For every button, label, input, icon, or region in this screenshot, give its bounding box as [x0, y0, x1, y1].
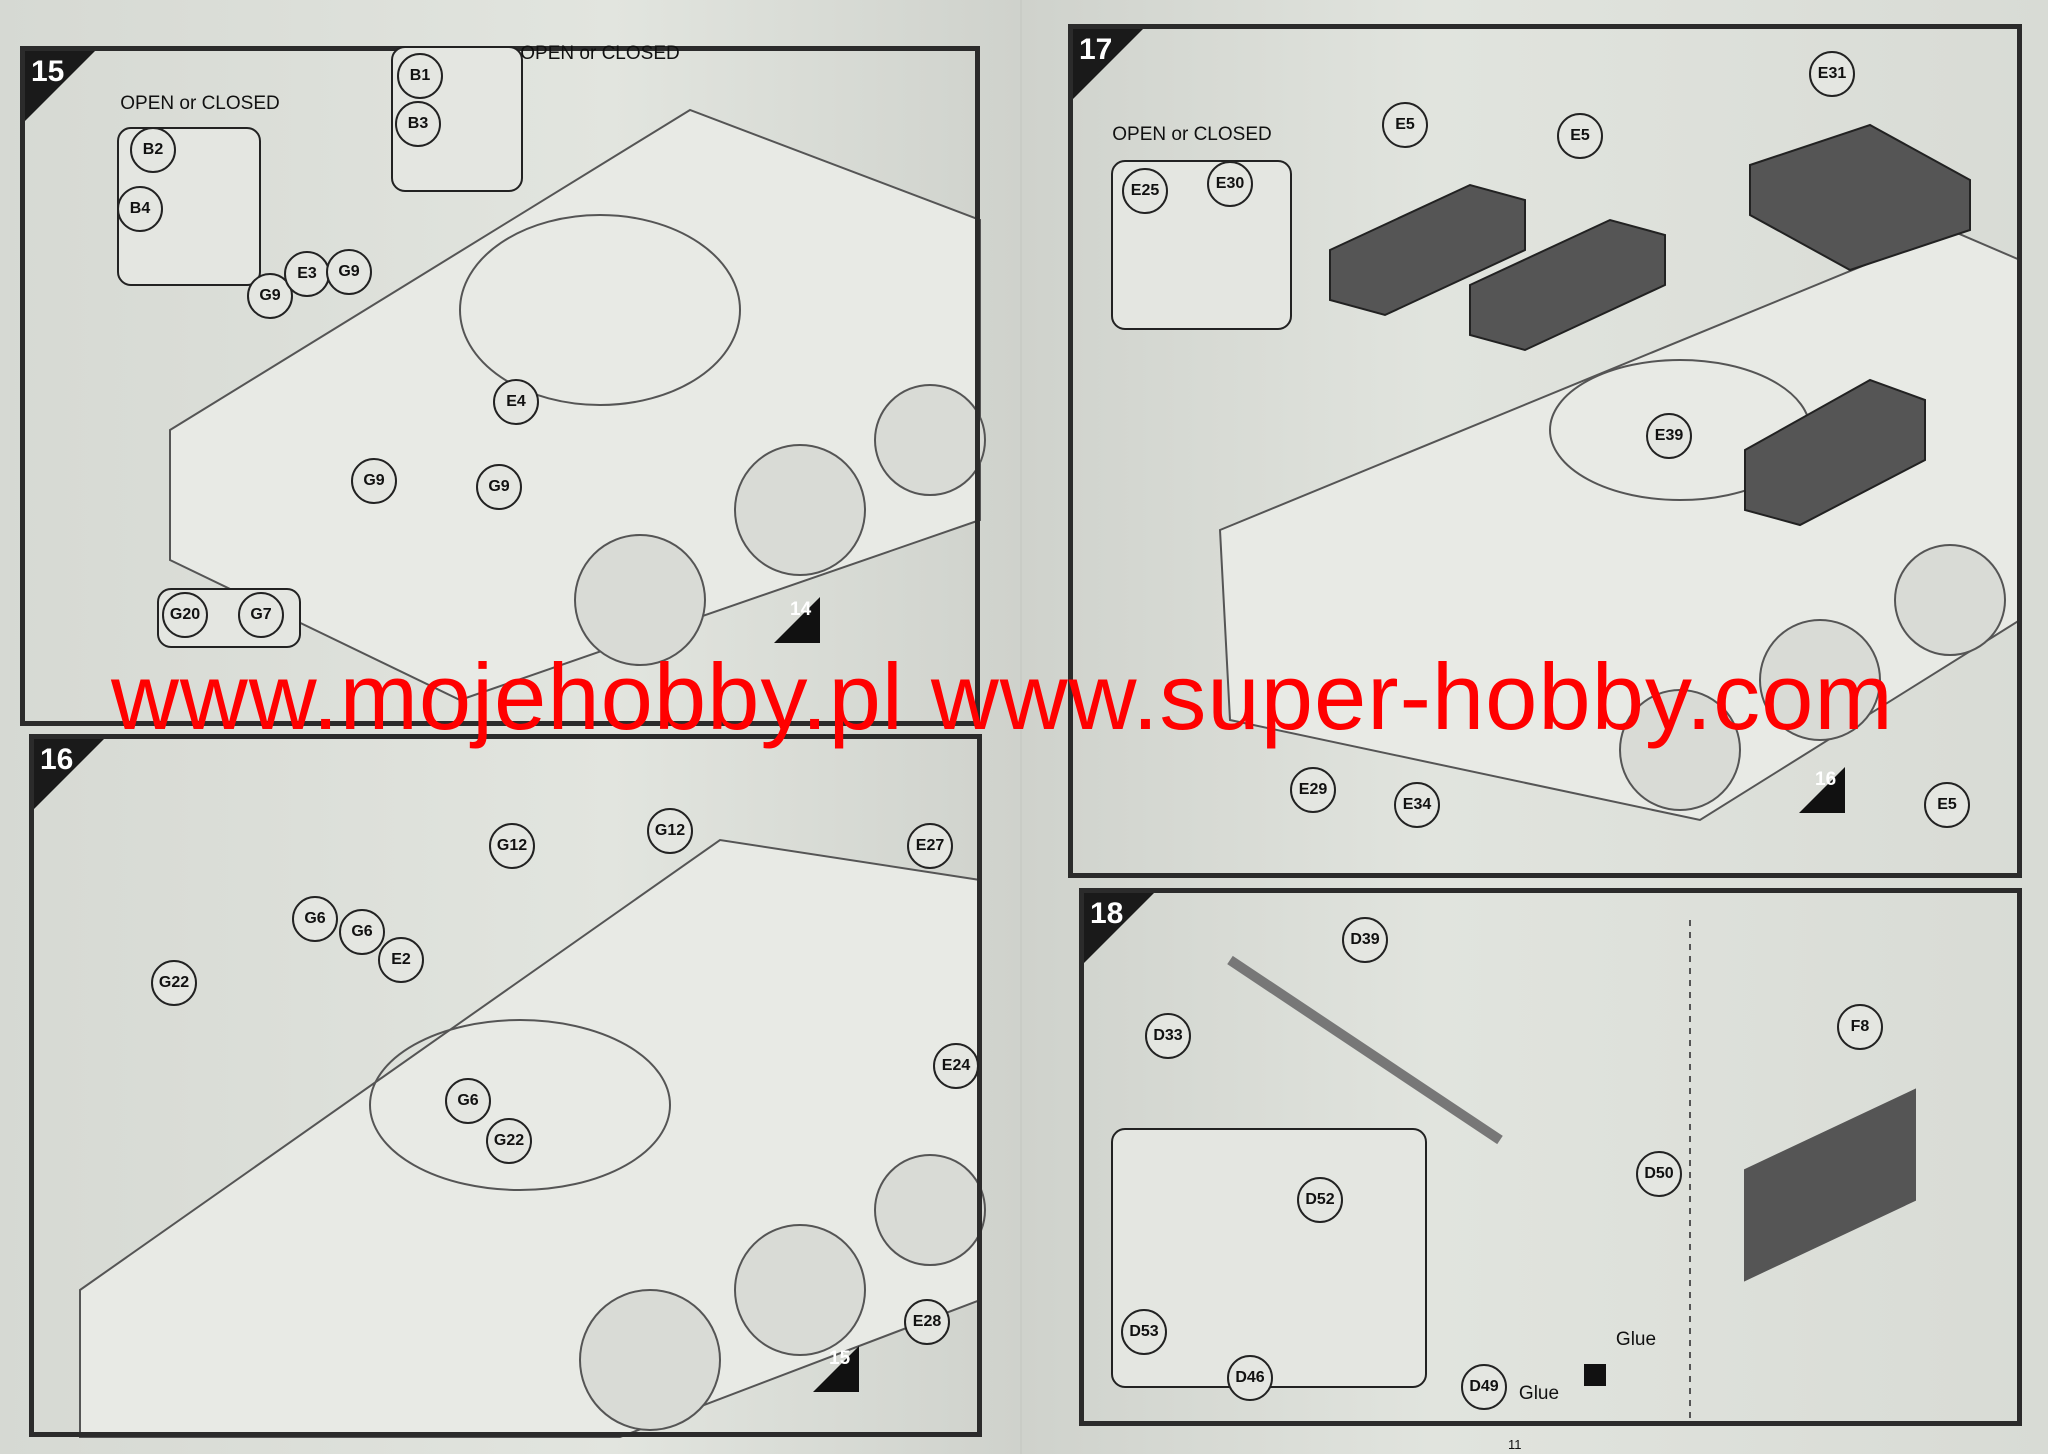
ref-step-number: 15	[829, 1348, 851, 1369]
step-number: 18	[1090, 897, 1124, 930]
watermark-text: www.mojehobby.pl www.super-hobby.com	[111, 644, 1894, 749]
part-callout: G12	[647, 808, 693, 854]
part-callout: G9	[326, 249, 372, 295]
part-callout: G7	[238, 592, 284, 638]
part-callout: G22	[151, 960, 197, 1006]
part-callout: D52	[1297, 1177, 1343, 1223]
part-callout: G6	[339, 909, 385, 955]
part-callout: G9	[476, 464, 522, 510]
part-callout: B1	[397, 53, 443, 99]
part-callout: D46	[1227, 1355, 1273, 1401]
part-callout: E4	[493, 379, 539, 425]
part-callout: F8	[1837, 1004, 1883, 1050]
part-callout: E28	[904, 1299, 950, 1345]
step-number-badge: 15	[25, 51, 95, 121]
glue-label: Glue	[1615, 1329, 1657, 1350]
part-callout: E25	[1122, 168, 1168, 214]
part-callout: E30	[1207, 161, 1253, 207]
part-callout: E5	[1924, 782, 1970, 828]
step-reference-marker: 16	[1799, 767, 1845, 813]
part-callout: G9	[351, 458, 397, 504]
step-number-badge: 16	[34, 739, 104, 809]
step-16-panel: 16	[29, 734, 982, 1437]
part-callout: B3	[395, 101, 441, 147]
part-callout: D50	[1636, 1151, 1682, 1197]
open-or-closed-label: OPEN or CLOSED	[520, 43, 680, 64]
part-callout: E34	[1394, 782, 1440, 828]
part-callout: E5	[1382, 102, 1428, 148]
inset-e25-e30	[1111, 160, 1292, 330]
inset-mantlet	[1111, 1128, 1427, 1388]
part-callout: B4	[117, 186, 163, 232]
page-number: 11	[1508, 1437, 1522, 1452]
part-callout: G6	[445, 1078, 491, 1124]
part-callout: E27	[907, 823, 953, 869]
step-number: 16	[40, 743, 74, 776]
glue-square-symbol	[1584, 1364, 1606, 1386]
part-callout: G20	[162, 592, 208, 638]
part-callout: D53	[1121, 1309, 1167, 1355]
open-or-closed-label: OPEN or CLOSED	[1112, 124, 1272, 145]
ref-step-number: 14	[790, 599, 812, 620]
ref-step-number: 16	[1815, 769, 1837, 790]
part-callout: E3	[284, 251, 330, 297]
part-callout: E24	[933, 1043, 979, 1089]
part-callout: E39	[1646, 413, 1692, 459]
step-17-panel: 17	[1068, 24, 2022, 878]
step-number-badge: 18	[1084, 893, 1154, 963]
part-callout: G22	[486, 1118, 532, 1164]
glue-label: Glue	[1518, 1383, 1560, 1404]
step-number-badge: 17	[1073, 29, 1143, 99]
part-callout: D33	[1145, 1013, 1191, 1059]
part-callout: E2	[378, 937, 424, 983]
step-reference-marker: 14	[774, 597, 820, 643]
part-callout: D39	[1342, 917, 1388, 963]
step-18-panel: 18	[1079, 888, 2022, 1426]
step-number: 15	[31, 55, 65, 88]
part-callout: E31	[1809, 51, 1855, 97]
part-callout: E5	[1557, 113, 1603, 159]
part-callout: E29	[1290, 767, 1336, 813]
part-callout: G6	[292, 896, 338, 942]
step-reference-marker: 15	[813, 1346, 859, 1392]
part-callout: G12	[489, 823, 535, 869]
part-callout: D49	[1461, 1364, 1507, 1410]
open-or-closed-label: OPEN or CLOSED	[120, 93, 280, 114]
step-number: 17	[1079, 33, 1113, 66]
part-callout: B2	[130, 127, 176, 173]
